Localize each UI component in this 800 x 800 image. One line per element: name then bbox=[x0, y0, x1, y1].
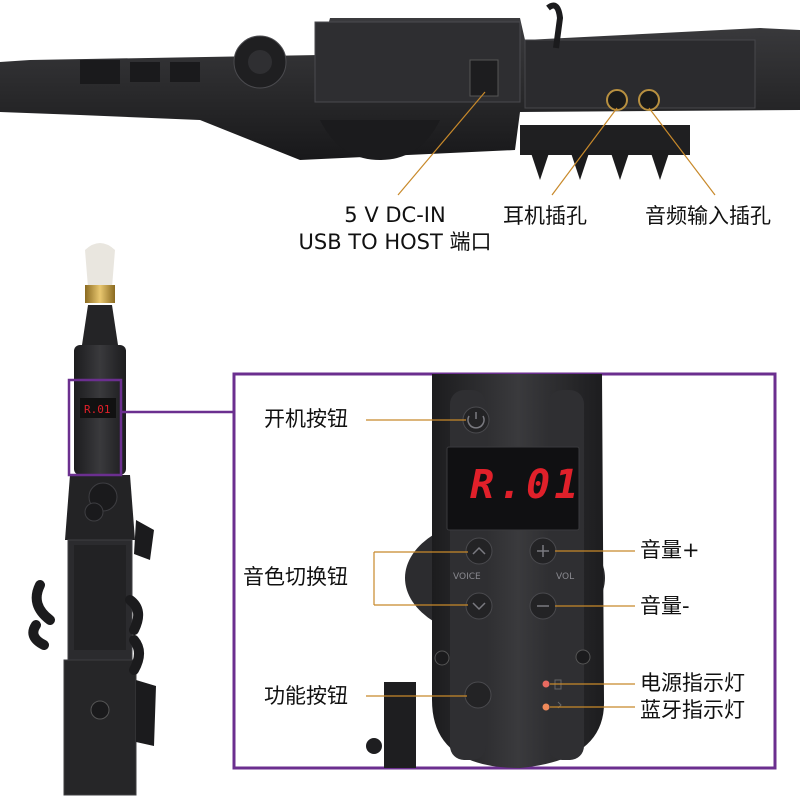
label-headphone: 耳机插孔 bbox=[503, 204, 587, 228]
panel-leader-lines bbox=[366, 419, 635, 708]
label-dc-in-line2: USB TO HOST 端口 bbox=[298, 230, 492, 254]
label-volume-down: 音量- bbox=[640, 594, 690, 618]
vol-caption: VOL bbox=[556, 572, 575, 582]
svg-text:R.01: R.01 bbox=[84, 403, 111, 416]
label-audio-in: 音频输入插孔 bbox=[645, 204, 771, 228]
label-power-indicator: 电源指示灯 bbox=[640, 671, 745, 695]
control-panel-detail bbox=[366, 374, 605, 768]
instrument-full-view: R.01 bbox=[28, 243, 156, 796]
display-readout: R.01 bbox=[470, 462, 583, 508]
label-volume-up: 音量+ bbox=[640, 538, 700, 562]
instrument-top-view bbox=[0, 2, 800, 180]
label-voice-switch: 音色切换钮 bbox=[243, 565, 348, 589]
label-dc-in-line1: 5 V DC-IN bbox=[344, 203, 446, 227]
label-bluetooth-indicator: 蓝牙指示灯 bbox=[640, 698, 745, 722]
label-function-button: 功能按钮 bbox=[264, 684, 348, 708]
label-power-button: 开机按钮 bbox=[264, 407, 348, 431]
voice-caption: VOICE bbox=[453, 572, 481, 582]
label-dc-in: 5 V DC-IN USB TO HOST 端口 bbox=[270, 205, 520, 253]
top-leader-lines bbox=[397, 91, 716, 196]
highlight-box-small bbox=[67, 378, 123, 477]
